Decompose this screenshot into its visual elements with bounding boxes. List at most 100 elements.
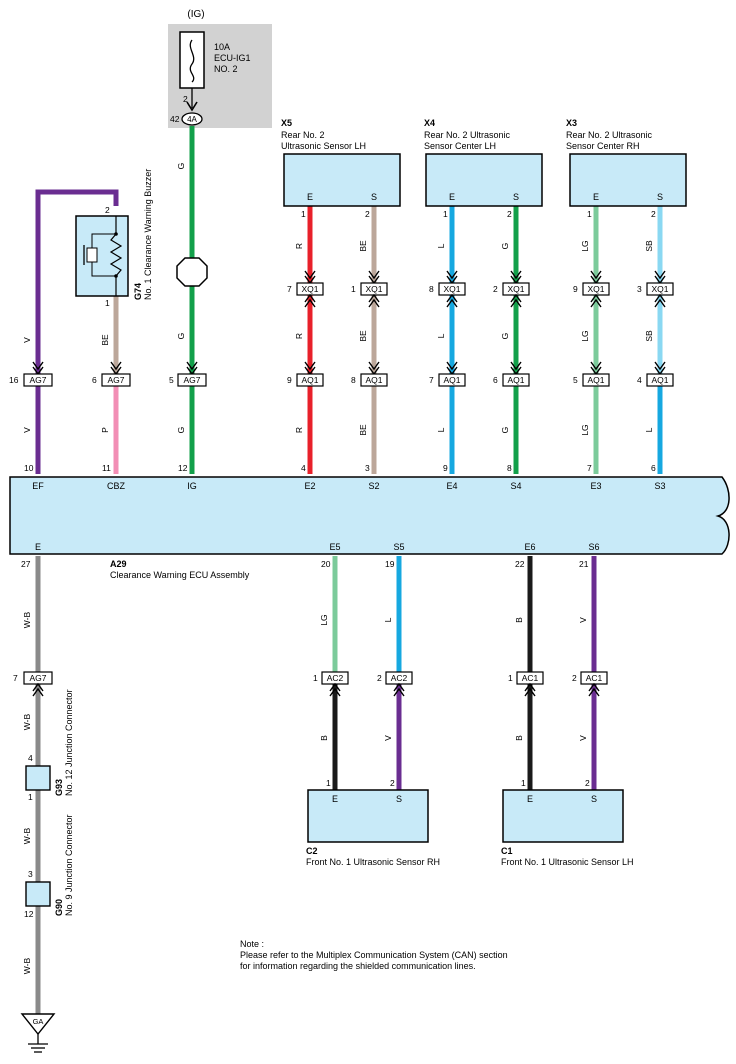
- sensor-x4: X4 Rear No. 2 Ultrasonic Sensor Center L…: [424, 118, 543, 219]
- sensor-x3-term-e: E: [593, 192, 599, 202]
- sensor-x4-term-e: E: [449, 192, 455, 202]
- svg-text:IG: IG: [187, 481, 197, 491]
- svg-text:E4: E4: [446, 481, 457, 491]
- svg-text:16: 16: [9, 375, 19, 385]
- sensor-x3-line2: Sensor Center RH: [566, 141, 640, 151]
- buzzer-pin-top: 2: [105, 205, 110, 215]
- svg-text:9: 9: [443, 463, 448, 473]
- sensor-c2-code: C2: [306, 846, 318, 856]
- svg-text:AG7: AG7: [183, 375, 200, 385]
- svg-text:E5: E5: [329, 542, 340, 552]
- wire-cbz-lower-color: P: [100, 427, 110, 433]
- ecu-a29: 10 EF 11 CBZ 12 IG 4 E2 3 S2 9 E4 8 S4 7…: [9, 463, 730, 580]
- wire-e3-top-color: LG: [580, 240, 590, 251]
- ig-label: (IG): [187, 9, 204, 20]
- svg-text:22: 22: [515, 559, 525, 569]
- wire-s3-top-color: SB: [644, 240, 654, 252]
- svg-text:1: 1: [326, 778, 331, 788]
- svg-text:E: E: [332, 794, 338, 804]
- upper-wire-color-labels: V V BE P G G G R R R BE BE BE L L L G G …: [22, 163, 654, 436]
- wire-s4-bottom-color: G: [500, 427, 510, 434]
- buzzer-pin-bottom: 1: [105, 298, 110, 308]
- svg-text:E: E: [35, 542, 41, 552]
- svg-text:AG7: AG7: [29, 673, 46, 683]
- sensor-x3-line1: Rear No. 2 Ultrasonic: [566, 130, 653, 140]
- svg-text:9: 9: [287, 375, 292, 385]
- fuse-block: (IG) 10A ECU-IG1 NO. 2 2 4A 42: [168, 9, 272, 128]
- svg-text:3: 3: [365, 463, 370, 473]
- svg-text:AQ1: AQ1: [365, 375, 382, 385]
- connector-xq1-s2: XQ1 1: [351, 270, 388, 308]
- sensor-x4-box: [425, 153, 543, 207]
- connector-xq1-s4: XQ1 2: [493, 270, 530, 308]
- svg-text:XQ1: XQ1: [507, 284, 524, 294]
- svg-text:12: 12: [178, 463, 188, 473]
- svg-text:11: 11: [102, 463, 111, 473]
- svg-text:19: 19: [385, 559, 395, 569]
- rear-wires: [307, 206, 663, 474]
- svg-text:20: 20: [321, 559, 331, 569]
- wire-e4-top-color: L: [436, 243, 446, 248]
- svg-text:E3: E3: [590, 481, 601, 491]
- sensor-c1-box: [502, 789, 624, 843]
- wire-s2-top-color: BE: [358, 240, 368, 252]
- wire-e4-bottom-color: L: [436, 427, 446, 432]
- wire-ef-violet: [35, 189, 119, 474]
- ecu-top-terminals: 10 EF 11 CBZ 12 IG 4 E2 3 S2 9 E4 8 S4 7…: [24, 463, 666, 491]
- fuse-pin: 2: [183, 94, 188, 104]
- svg-text:AQ1: AQ1: [507, 375, 524, 385]
- wire-e3-bottom-color: LG: [580, 424, 590, 435]
- svg-text:7: 7: [429, 375, 434, 385]
- sensor-x3-pin-s: 2: [651, 209, 656, 219]
- fuse-number: NO. 2: [214, 64, 238, 74]
- wire-s6-bottom-color: V: [578, 735, 588, 741]
- connector-aq1-s4: AQ1 6: [493, 361, 530, 387]
- connector-ag7-ground: AG7 7: [13, 671, 53, 697]
- svg-text:5: 5: [169, 375, 174, 385]
- sensor-x3-code: X3: [566, 118, 577, 128]
- svg-text:7: 7: [287, 284, 292, 294]
- svg-text:AC2: AC2: [391, 673, 408, 683]
- svg-text:GA: GA: [33, 1017, 44, 1026]
- wire-s6-top-color: V: [578, 617, 588, 623]
- svg-text:8: 8: [429, 284, 434, 294]
- wire-ig-upper-color: G: [176, 163, 186, 170]
- svg-text:6: 6: [493, 375, 498, 385]
- svg-text:10: 10: [24, 463, 34, 473]
- ecu-bottom-terminals: E 27 E5 20 S5 19 E6 22 S6 21: [21, 542, 600, 569]
- sensor-c1-name: Front No. 1 Ultrasonic Sensor LH: [501, 857, 634, 867]
- sensor-c2-box: [307, 789, 429, 843]
- lower-wires: [35, 556, 597, 1014]
- wire-s5-top-color: L: [383, 617, 393, 622]
- svg-text:21: 21: [579, 559, 589, 569]
- buzzer-coil-icon: [109, 233, 123, 277]
- connector-4a: [181, 112, 203, 126]
- connector-aq1-e3: AQ1 5: [573, 361, 610, 387]
- sensor-x3-term-s: S: [657, 192, 663, 202]
- wire-cbz-upper-color: BE: [100, 334, 110, 346]
- svg-text:AC1: AC1: [586, 673, 603, 683]
- wire-ig-mid-color: G: [176, 333, 186, 340]
- svg-text:9: 9: [573, 284, 578, 294]
- svg-text:6: 6: [92, 375, 97, 385]
- svg-text:AG7: AG7: [107, 375, 124, 385]
- svg-text:1: 1: [28, 792, 33, 802]
- ground-wire-color-4: W-B: [22, 957, 32, 974]
- sensor-x4-term-s: S: [513, 192, 519, 202]
- wire-s2-bottom-color: BE: [358, 424, 368, 436]
- note-title: Note :: [240, 939, 264, 949]
- sensor-x5-code: X5: [281, 118, 292, 128]
- ecu-name: Clearance Warning ECU Assembly: [110, 570, 250, 580]
- ground-wire-color-1: W-B: [22, 611, 32, 628]
- svg-text:E6: E6: [524, 542, 535, 552]
- svg-text:4: 4: [637, 375, 642, 385]
- sensor-c2: 1 2 E S C2 Front No. 1 Ultrasonic Sensor…: [306, 778, 440, 867]
- connector-4a-pin: 42: [170, 114, 180, 124]
- connector-ag7-cbz: AG7 6: [92, 361, 131, 387]
- svg-text:S4: S4: [510, 481, 521, 491]
- note: Note : Please refer to the Multiplex Com…: [240, 939, 508, 971]
- svg-text:8: 8: [351, 375, 356, 385]
- wire-e6-top-color: B: [514, 617, 524, 623]
- svg-text:AQ1: AQ1: [587, 375, 604, 385]
- svg-text:AQ1: AQ1: [443, 375, 460, 385]
